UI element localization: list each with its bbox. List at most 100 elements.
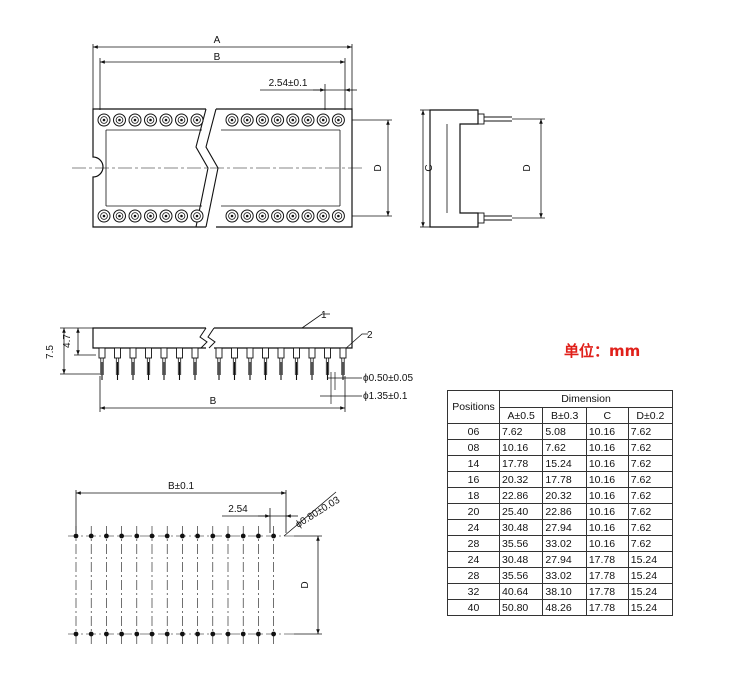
hole-column xyxy=(271,526,277,644)
pin-ring xyxy=(225,113,239,127)
hole-column xyxy=(149,526,155,644)
table-cell-b: 33.02 xyxy=(542,567,587,584)
pin-ring xyxy=(286,209,300,223)
table-cell-c: 17.78 xyxy=(585,599,629,616)
table-cell-c: 17.78 xyxy=(585,567,629,584)
table-cell-a: 17.78 xyxy=(498,455,544,472)
pin-ring xyxy=(301,113,315,127)
pin-ring xyxy=(144,113,157,127)
pin-ring xyxy=(331,209,345,223)
positions-header: Positions xyxy=(447,390,500,424)
dim-B-label: B xyxy=(214,52,221,63)
side-pin xyxy=(114,347,121,380)
dim-D-label: D xyxy=(373,164,384,171)
table-cell-c: 10.16 xyxy=(585,519,629,536)
hole-column xyxy=(195,526,201,644)
table-cell-c: 17.78 xyxy=(585,583,629,600)
hole-column xyxy=(255,526,261,644)
pin-ring xyxy=(331,113,345,127)
table-cell-d: 7.62 xyxy=(627,423,674,440)
table-cell-c: 10.16 xyxy=(585,487,629,504)
unit-label: 单位：mm xyxy=(564,342,641,360)
table-cell-pos: 32 xyxy=(447,583,500,600)
side-pin xyxy=(176,347,183,380)
pin-ring xyxy=(97,113,111,127)
dim-A-label: A xyxy=(214,35,221,46)
hole-column xyxy=(104,526,109,644)
dimension-header: Dimension xyxy=(499,390,673,408)
pcb-hole-columns xyxy=(73,526,277,644)
pin-ring xyxy=(175,113,188,127)
pin-ring xyxy=(301,209,315,223)
pin-ring xyxy=(190,113,204,127)
side-pin xyxy=(215,347,223,380)
hole-column xyxy=(73,526,79,644)
pin-ring xyxy=(240,209,254,223)
top-view xyxy=(72,44,392,228)
table-cell-a: 25.40 xyxy=(498,503,544,520)
pin-ring xyxy=(128,209,142,223)
table-cell-b: 7.62 xyxy=(542,439,587,456)
table-cell-a: 35.56 xyxy=(498,567,544,584)
pitch-label: 2.54±0.1 xyxy=(269,78,308,89)
pcb-layout-view xyxy=(68,490,337,644)
table-cell-d: 15.24 xyxy=(627,583,674,600)
table-cell-d: 15.24 xyxy=(627,567,674,584)
table-cell-pos: 06 xyxy=(447,423,500,440)
callout-2-label: 2 xyxy=(367,330,373,341)
height-47-label: 4.7 xyxy=(62,334,73,348)
end-dim-D-label: D xyxy=(522,164,533,171)
table-cell-a: 40.64 xyxy=(498,583,544,600)
side-pin xyxy=(145,347,152,380)
table-cell-a: 20.32 xyxy=(498,471,544,488)
pcb-pitch-label: 2.54 xyxy=(228,504,248,515)
hole-column xyxy=(210,526,216,644)
table-cell-d: 7.62 xyxy=(627,455,674,472)
table-cell-b: 15.24 xyxy=(542,455,587,472)
table-cell-pos: 24 xyxy=(447,551,500,568)
table-cell-pos: 28 xyxy=(447,567,500,584)
table-cell-pos: 18 xyxy=(447,487,500,504)
side-pin xyxy=(160,347,168,380)
height-75-label: 7.5 xyxy=(45,345,56,359)
table-cell-d: 7.62 xyxy=(627,439,674,456)
pin-ring xyxy=(128,113,142,127)
table-cell-pos: 14 xyxy=(447,455,500,472)
top-pin-row-lower xyxy=(97,209,345,223)
table-cell-d: 7.62 xyxy=(627,519,674,536)
hole-column xyxy=(240,526,246,644)
table-cell-a: 22.86 xyxy=(498,487,544,504)
side-pin xyxy=(293,347,300,380)
pin-ring xyxy=(190,209,204,223)
side-pin xyxy=(339,347,347,380)
callout-1-label: 1 xyxy=(321,310,327,321)
table-cell-pos: 24 xyxy=(447,519,500,536)
col-header-b: B±0.3 xyxy=(542,407,587,424)
table-cell-pos: 20 xyxy=(447,503,500,520)
side-pin xyxy=(129,347,137,380)
table-cell-d: 15.24 xyxy=(627,551,674,568)
table-cell-c: 17.78 xyxy=(585,551,629,568)
table-cell-b: 17.78 xyxy=(542,471,587,488)
side-view xyxy=(60,313,368,412)
pin-ring xyxy=(175,209,188,223)
pin-ring xyxy=(286,113,300,127)
pin-ring xyxy=(97,209,111,223)
end-dim-C-label: C xyxy=(424,164,435,171)
table-cell-c: 10.16 xyxy=(585,503,629,520)
table-cell-d: 7.62 xyxy=(627,503,674,520)
table-cell-c: 10.16 xyxy=(585,471,629,488)
table-cell-a: 30.48 xyxy=(498,551,544,568)
table-cell-c: 10.16 xyxy=(585,535,629,552)
table-cell-pos: 08 xyxy=(447,439,500,456)
